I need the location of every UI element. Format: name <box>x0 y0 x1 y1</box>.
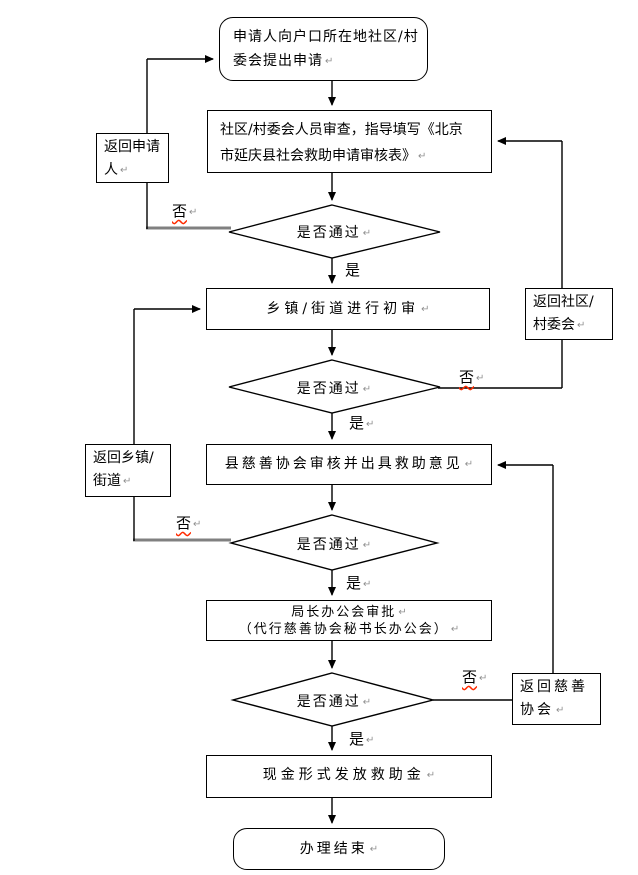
node-township-review: 乡镇/街道进行初审↵ <box>206 288 490 330</box>
node-cash-disbursement: 现金形式发放救助金↵ <box>206 755 492 798</box>
yes-label-1: 是 <box>345 261 361 279</box>
node-community-line1: 社区/村委会人员审查，指导填写《北京 <box>220 122 463 138</box>
node-community-line2: 市延庆县社会救助申请审核表》↵ <box>220 148 427 164</box>
node-director-meeting: 局长办公会审批↵ （代行慈善协会秘书长办公会）↵ <box>206 600 492 641</box>
return-mark: ↵ <box>189 207 198 218</box>
decision3-label: 是否通过↵ <box>296 537 372 553</box>
return-mark: ↵ <box>476 373 485 384</box>
no-label-1: 否↵ <box>172 202 198 220</box>
return-township-line1: 返回乡镇/ <box>93 450 154 466</box>
return-mark: ↵ <box>120 165 129 176</box>
return-mark: ↵ <box>193 519 202 530</box>
return-charity-line2: 协会↵ <box>520 702 565 718</box>
return-mark: ↵ <box>325 56 334 67</box>
decision4-label: 是否通过↵ <box>296 694 372 710</box>
return-mark: ↵ <box>362 228 372 239</box>
return-mark: ↵ <box>450 624 460 635</box>
return-community-line2: 村委会↵ <box>533 317 586 333</box>
yes-label-4: 是↵ <box>349 730 375 748</box>
node-director-line1: 局长办公会审批↵ <box>291 605 407 620</box>
return-mark: ↵ <box>479 673 488 684</box>
return-mark: ↵ <box>123 476 132 487</box>
return-mark: ↵ <box>362 540 372 551</box>
decision3-diamond <box>228 514 440 571</box>
no-label-4: 否↵ <box>462 668 488 686</box>
node-start-line2: 委会提出申请↵ <box>233 53 334 69</box>
decision1-diamond <box>228 204 441 259</box>
node-return-community: 返回社区/ 村委会↵ <box>525 288 613 340</box>
return-mark: ↵ <box>464 459 474 470</box>
return-applicant-line2: 人↵ <box>104 162 129 178</box>
return-community-line1: 返回社区/ <box>533 294 594 310</box>
return-mark: ↵ <box>366 735 375 746</box>
node-return-applicant: 返回申请 人↵ <box>96 133 169 183</box>
node-return-charity: 返回慈善 协会↵ <box>512 673 601 725</box>
return-mark: ↵ <box>418 151 427 162</box>
return-mark: ↵ <box>426 770 436 781</box>
return-mark: ↵ <box>362 697 372 708</box>
node-director-line2: （代行慈善协会秘书长办公会）↵ <box>238 622 460 637</box>
return-mark: ↵ <box>577 320 586 331</box>
yes-label-2: 是↵ <box>349 414 375 432</box>
yes-label-3: 是↵ <box>346 574 372 592</box>
return-mark: ↵ <box>363 579 372 590</box>
no-label-3: 否↵ <box>176 514 202 532</box>
return-mark: ↵ <box>421 303 430 315</box>
decision4-diamond <box>230 672 436 727</box>
decision2-diamond <box>228 359 441 414</box>
decision1-label: 是否通过↵ <box>296 225 372 241</box>
return-township-line2: 街道↵ <box>93 473 132 489</box>
node-community-review: 社区/村委会人员审查，指导填写《北京 市延庆县社会救助申请审核表》↵ <box>207 110 492 173</box>
node-end: 办理结束↵ <box>233 828 445 870</box>
node-return-township: 返回乡镇/ 街道↵ <box>85 444 171 497</box>
no-label-2: 否↵ <box>459 368 485 386</box>
return-charity-line1: 返回慈善 <box>520 679 588 695</box>
node-start: 申请人向户口所在地社区/村 委会提出申请↵ <box>219 17 428 81</box>
node-start-line1: 申请人向户口所在地社区/村 <box>233 29 419 45</box>
return-applicant-line1: 返回申请 <box>104 139 160 155</box>
return-mark: ↵ <box>556 705 565 716</box>
return-mark: ↵ <box>369 843 379 855</box>
return-mark: ↵ <box>398 607 407 618</box>
decision2-label: 是否通过↵ <box>296 381 372 397</box>
return-mark: ↵ <box>366 419 375 430</box>
return-mark: ↵ <box>362 384 372 395</box>
node-charity-review: 县慈善协会审核并出具救助意见↵ <box>206 444 492 485</box>
